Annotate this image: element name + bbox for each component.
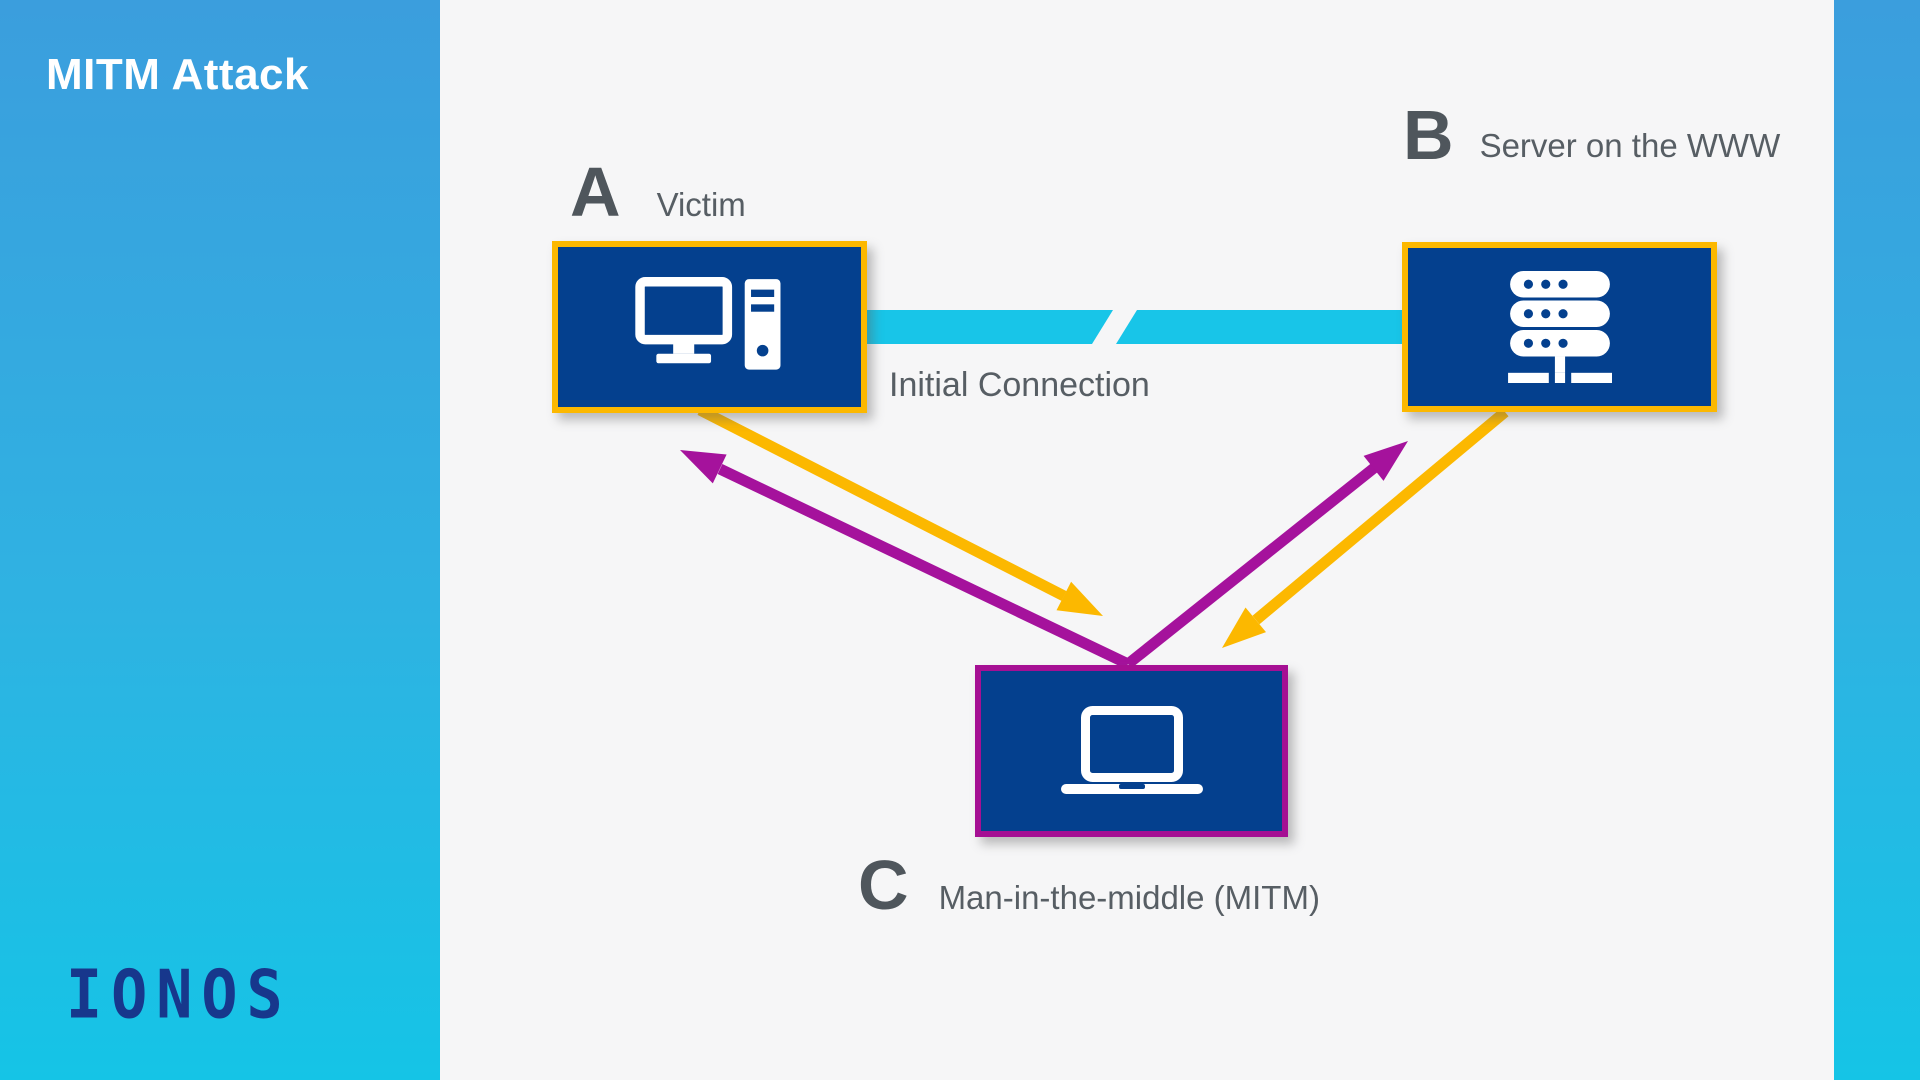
node-a-letter: A xyxy=(570,153,621,231)
page-title: MITM Attack xyxy=(46,50,309,99)
node-b-letter: B xyxy=(1403,96,1454,174)
label-mitm: C Man-in-the-middle (MITM) xyxy=(858,845,1320,925)
initial-connection-label: Initial Connection xyxy=(889,366,1150,404)
server-rack-icon xyxy=(1507,271,1612,383)
node-c-letter: C xyxy=(858,846,909,924)
node-c-label: Man-in-the-middle (MITM) xyxy=(938,879,1320,916)
node-mitm-box xyxy=(975,665,1288,837)
laptop-icon xyxy=(1060,706,1203,794)
arrow-b-to-c xyxy=(1222,407,1509,648)
node-victim-box xyxy=(552,241,867,413)
ionos-logo: IONOS xyxy=(66,956,292,1035)
right-panel-strip xyxy=(1834,0,1920,1080)
label-server: B Server on the WWW xyxy=(1403,96,1795,176)
desktop-computer-icon xyxy=(634,276,780,370)
arrow-c-to-a xyxy=(680,450,1131,669)
initial-connection-band xyxy=(860,310,1410,344)
node-server-box xyxy=(1402,242,1717,412)
node-a-label: Victim xyxy=(656,186,746,223)
node-b-label: Server on the WWW xyxy=(1479,127,1781,164)
left-panel: MITM Attack IONOS xyxy=(0,0,440,1080)
arrow-c-to-b xyxy=(1124,441,1408,669)
label-victim: A Victim xyxy=(570,152,746,232)
arrow-a-to-c xyxy=(697,405,1103,616)
